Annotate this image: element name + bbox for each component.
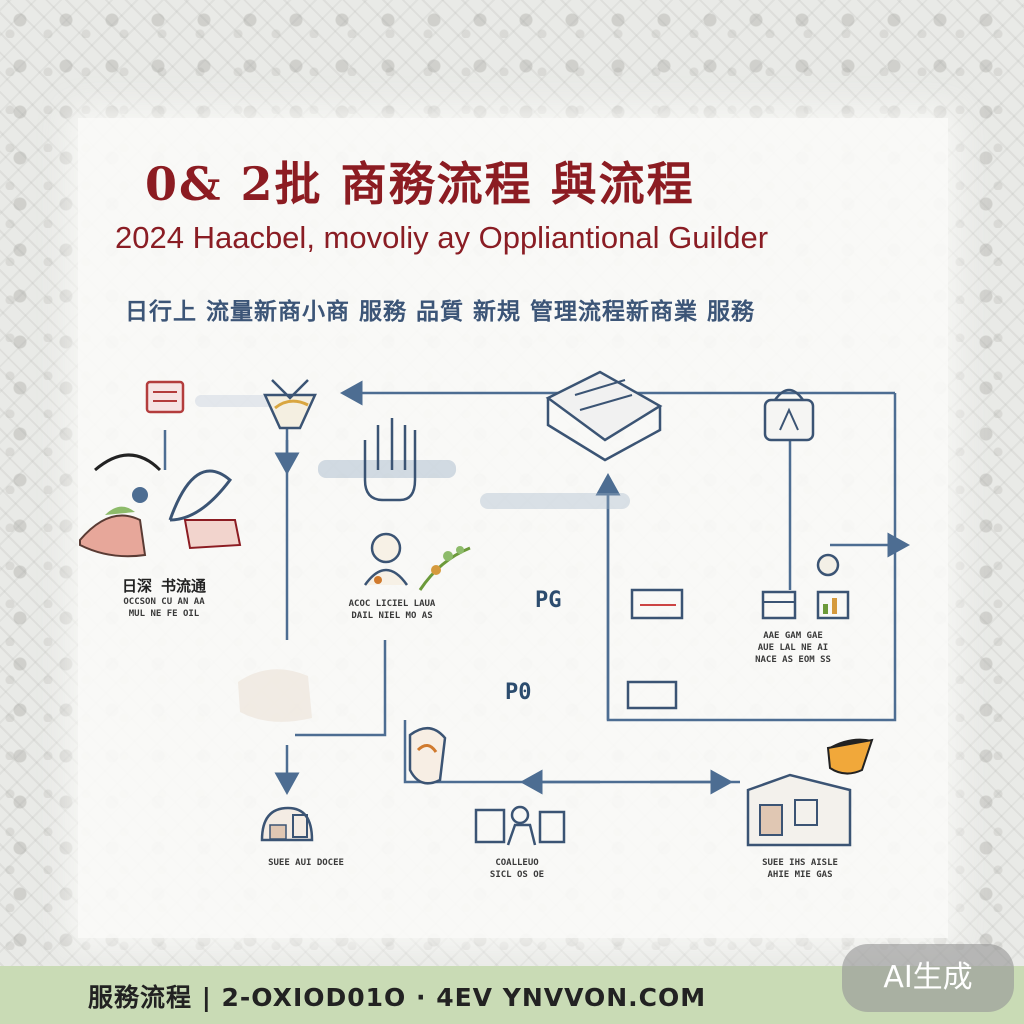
center-elbow-line [295, 640, 387, 737]
hand-icon [363, 418, 417, 502]
chart-board-icon [816, 590, 850, 620]
center-blur-bar [318, 460, 456, 478]
person-icon [363, 532, 409, 586]
footer-text: 服務流程 | 2-OXIOD01O · 4EV YNVVON.COM [88, 983, 707, 1012]
calendar-icon [761, 590, 797, 620]
box-label-pg: PG [535, 588, 562, 613]
box-label-p0: P0 [505, 680, 532, 705]
shop-icon [746, 738, 874, 847]
caption-left: 日深 书流通 OCCSON CU AN AA MUL NE FE OIL [121, 577, 207, 619]
laptop-icon [545, 370, 663, 462]
right-loop-line [606, 393, 897, 722]
cup-icon [263, 379, 317, 430]
caption-center: ACOC LICIEL LAUA DAIL NIEL MO AS [348, 599, 436, 621]
process-box-mid [630, 588, 684, 620]
bottom-track-line [403, 720, 740, 784]
mug-icon [408, 727, 447, 785]
workstation-icon [260, 806, 314, 842]
cloth-illustration [238, 669, 312, 722]
page-title-english: 2024 Haacbel, movoliy ay Oppliantional G… [115, 220, 769, 255]
caption-bottom-center: COALLEUO SICL OS OE [489, 858, 545, 880]
caption-right: AAE GAM GAE AUE LAL NE AI NACE AS EOM SS [755, 631, 831, 665]
flow-connectors [163, 380, 910, 795]
process-box-lower [626, 680, 678, 710]
bag-icon [763, 388, 815, 442]
plant-icon [418, 546, 471, 591]
caption-bottom-right: SUEE IHS AISLE AHIE MIE GAS [762, 858, 838, 880]
caption-bottom-left: SUEE AUI DOCEE [268, 858, 344, 868]
document-icon [145, 380, 185, 414]
page-title-chinese: 0& 2批 商務流程 與流程 [145, 157, 695, 211]
team-icon [474, 805, 566, 846]
ai-generated-badge: AI生成 [842, 944, 1014, 1012]
service-illustration [79, 453, 242, 558]
middle-blur-bar [480, 493, 630, 509]
page-subtitle: 日行上 流量新商小商 服務 品質 新規 管理流程新商業 服務 [125, 299, 756, 325]
gear-person-icon [816, 553, 840, 577]
